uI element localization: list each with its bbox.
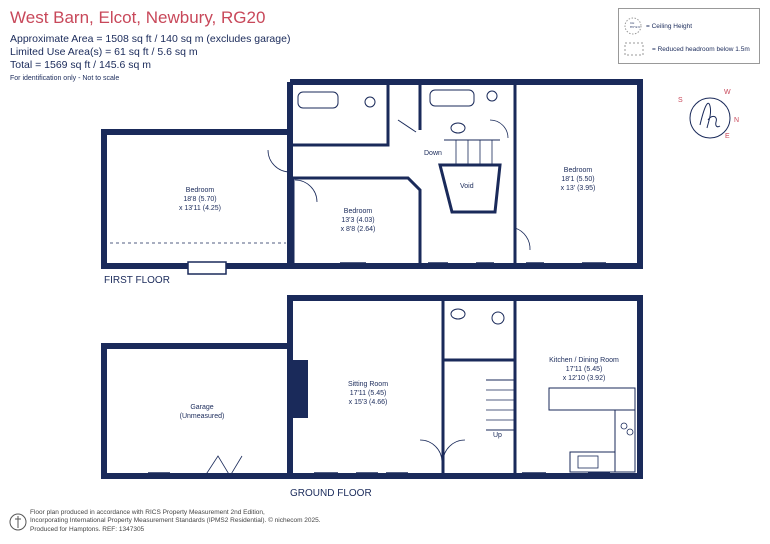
down-label: Down (424, 150, 442, 157)
compass-logo-icon (699, 102, 721, 129)
ground-floor-label: GROUND FLOOR (290, 488, 372, 499)
room-label-garage: Garage(Unmeasured) (179, 404, 225, 420)
first-floor-label: FIRST FLOOR (104, 275, 170, 286)
stairs-ground-box (486, 379, 515, 431)
legend-ceiling-height: = Ceiling Height (646, 23, 693, 30)
compass-w: W (724, 89, 731, 96)
kitchen-side-counter (614, 409, 636, 473)
compass-e: E (725, 133, 730, 140)
ceiling-icon-text: CH 8'6"/2.6 (630, 21, 640, 29)
compass: N E S W (678, 89, 739, 140)
reduced-headroom-icon (624, 42, 644, 56)
stairs-ground (486, 389, 514, 421)
footer-text: Floor plan produced in accordance with R… (30, 508, 321, 533)
legend-reduced-headroom: = Reduced headroom below 1.5m (652, 46, 750, 53)
legend: CH 8'6"/2.6 = Ceiling Height = Reduced h… (618, 8, 760, 64)
kitchen-bottom-counter (569, 451, 616, 473)
garage-doors (204, 455, 243, 477)
bay-window (187, 261, 227, 275)
rics-icon (9, 513, 27, 531)
total-area: Total = 1569 sq ft / 145.6 sq m (10, 59, 151, 71)
wc-1 (364, 96, 376, 108)
bath-2 (429, 89, 475, 107)
ceiling-height-icon (624, 17, 642, 35)
sink (577, 455, 599, 469)
compass-s: S (678, 97, 683, 104)
wc-2 (486, 90, 498, 102)
bath-1 (297, 91, 339, 109)
fireplace (292, 360, 308, 418)
basin-ground (450, 308, 466, 320)
void-label: Void (460, 183, 474, 190)
approx-area: Approximate Area = 1508 sq ft / 140 sq m… (10, 33, 291, 45)
legend-icons (624, 17, 644, 56)
up-label: Up (493, 432, 502, 439)
compass-ring (689, 97, 731, 139)
wc-ground (491, 311, 505, 325)
compass-n: N (734, 117, 739, 124)
door-arc (267, 149, 291, 173)
limited-use-area: Limited Use Area(s) = 61 sq ft / 5.6 sq … (10, 46, 198, 58)
page-title: West Barn, Elcot, Newbury, RG20 (10, 8, 266, 27)
basin (450, 122, 466, 134)
hob (620, 422, 628, 430)
kitchen-counter (548, 387, 636, 411)
identification-note: For identification only - Not to scale (10, 75, 120, 82)
stairs-first (455, 140, 493, 165)
